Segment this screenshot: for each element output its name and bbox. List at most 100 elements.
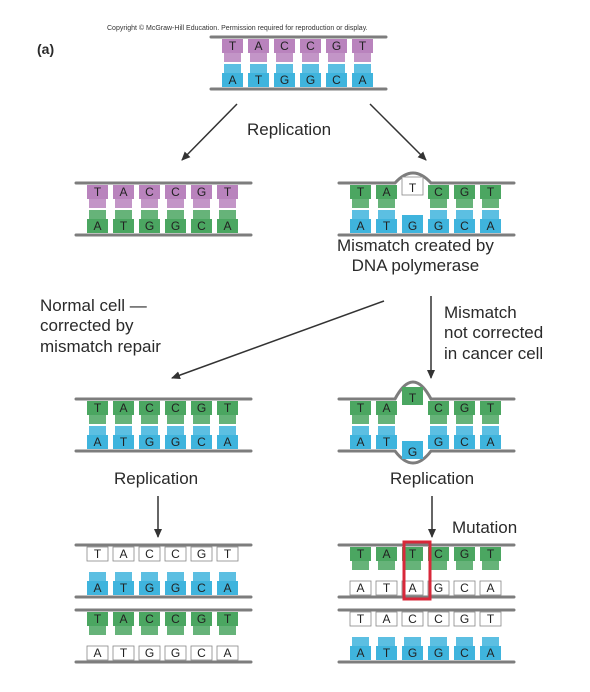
label-normal-cell-line3: mismatch repair (40, 336, 161, 356)
label-mutation: Mutation (452, 518, 518, 537)
base-top-letter: A (119, 401, 127, 415)
base-top-0-T (87, 185, 108, 199)
base-bottom-3-G (165, 581, 186, 595)
base-bottom-4-C (454, 435, 475, 449)
base-bottom-letter: A (358, 73, 366, 87)
base-stem-bottom (89, 572, 106, 581)
base-top-2-C (139, 612, 160, 626)
base-top-letter: A (382, 185, 390, 199)
base-top-letter: C (145, 612, 154, 626)
base-top-5-T (480, 547, 501, 561)
base-top-letter: G (460, 185, 469, 199)
base-stem-bottom (224, 64, 241, 73)
base-top-2-T (402, 387, 423, 405)
base-top-letter: A (119, 612, 127, 626)
base-top-letter: T (94, 401, 102, 415)
base-top-2-C (139, 401, 160, 415)
base-bottom-1-T (375, 580, 398, 596)
base-stem-bottom (352, 637, 369, 646)
base-stem-bottom (115, 210, 132, 219)
base-bottom-5-A (480, 219, 501, 233)
arrow-parent-to-right (369, 103, 427, 161)
base-top-1-A (113, 185, 134, 199)
base-stem-top (430, 415, 447, 424)
base-stem-bottom (276, 64, 293, 73)
base-top-4-G (454, 401, 475, 415)
base-stem-top (354, 53, 371, 62)
base-stem-bottom (89, 426, 106, 435)
label-not-corrected-line3: in cancer cell (444, 343, 544, 363)
panel-label: (a) (37, 41, 55, 57)
base-top-letter: G (460, 547, 469, 561)
base-stem-top (482, 199, 499, 208)
base-top-letter: G (197, 185, 206, 199)
base-bottom-5-A (217, 219, 238, 233)
base-stem-top (328, 53, 345, 62)
base-stem-top (482, 415, 499, 424)
base-stem-top (141, 415, 158, 424)
base-top-letter: T (357, 185, 365, 199)
base-bottom-3-G (428, 435, 449, 449)
base-stem-bottom (167, 426, 184, 435)
backbone-bottom (337, 449, 516, 465)
base-bottom-1-T (113, 581, 134, 595)
base-stem-bottom (378, 426, 395, 435)
base-stem-bottom (378, 210, 395, 219)
base-bottom-letter: C (332, 73, 341, 87)
base-top-letter: A (119, 185, 127, 199)
base-bottom-letter: T (120, 646, 128, 660)
base-stem-top (430, 561, 447, 570)
base-top-letter: C (306, 39, 315, 53)
base-stem-top (456, 199, 473, 208)
base-stem-top (378, 561, 395, 570)
base-top-1-A (113, 401, 134, 415)
base-bottom-letter: G (145, 646, 154, 660)
base-top-4-G (454, 185, 475, 199)
base-top-5-T (480, 401, 501, 415)
base-top-letter: T (94, 547, 102, 561)
base-bottom-4-C (454, 646, 475, 660)
base-top-letter: T (229, 39, 237, 53)
base-stem-top (456, 561, 473, 570)
base-stem-bottom (328, 64, 345, 73)
base-stem-bottom (141, 210, 158, 219)
base-stem-top (352, 561, 369, 570)
base-bottom-0-A (350, 646, 371, 660)
backbone-top (337, 171, 516, 185)
base-stem-top (115, 199, 132, 208)
base-bottom-letter: G (145, 219, 154, 233)
base-top-3-C (164, 546, 187, 562)
base-bottom-letter: T (383, 581, 391, 595)
base-top-letter: T (224, 547, 232, 561)
base-stem-bottom (193, 210, 210, 219)
copyright-notice: Copyright © McGraw-Hill Education. Permi… (107, 25, 368, 32)
label-not-corrected-line2: not corrected (444, 323, 544, 343)
base-stem-bottom (352, 210, 369, 219)
base-bottom-letter: A (223, 219, 231, 233)
base-top-0-T (350, 185, 371, 199)
base-stem-top (482, 561, 499, 570)
base-bottom-letter: G (145, 435, 154, 449)
base-stem-top (404, 561, 421, 570)
base-top-letter: C (171, 401, 180, 415)
base-top-letter: A (254, 39, 262, 53)
base-bottom-1-T (376, 219, 397, 233)
base-bottom-letter: G (280, 73, 289, 87)
base-top-3-C (300, 39, 321, 53)
base-top-letter: T (357, 547, 365, 561)
base-bottom-letter: C (460, 646, 469, 660)
base-top-letter: G (332, 39, 341, 53)
base-bottom-letter: T (383, 646, 391, 660)
base-top-5-T (216, 546, 239, 562)
base-bottom-4-C (191, 435, 212, 449)
base-bottom-letter: G (171, 435, 180, 449)
base-bottom-letter: T (383, 219, 391, 233)
base-top-letter: T (357, 401, 365, 415)
base-top-5-T (217, 612, 238, 626)
base-stem-top (352, 415, 369, 424)
base-bottom-4-C (190, 645, 213, 661)
base-bottom-0-A (222, 73, 243, 87)
base-top-0-T (350, 401, 371, 415)
base-bottom-5-A (216, 645, 239, 661)
base-stem-top (89, 415, 106, 424)
